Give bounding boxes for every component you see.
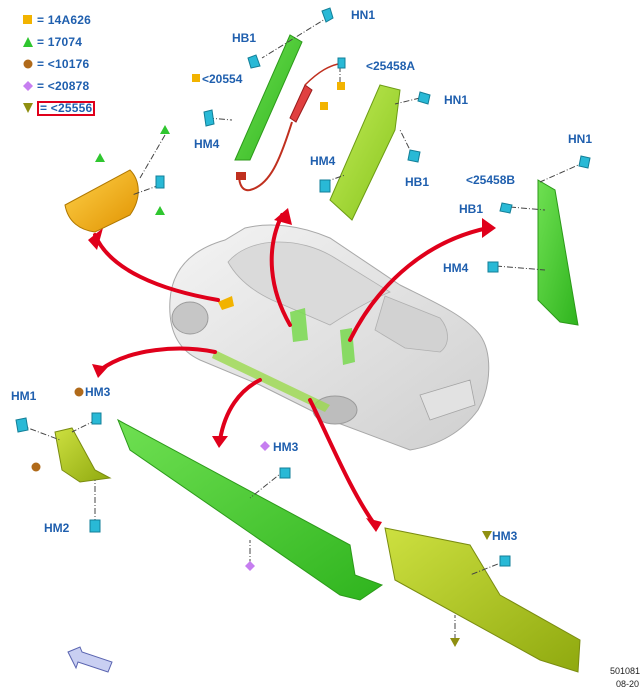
clip-icon bbox=[203, 109, 215, 127]
clip-icon bbox=[499, 555, 511, 567]
arrow-to-rear-molding bbox=[308, 398, 377, 527]
arrow-to-b-pillar bbox=[348, 226, 490, 342]
clip-icon bbox=[15, 417, 29, 433]
arrow-head bbox=[482, 218, 496, 238]
clip-icon bbox=[487, 261, 499, 273]
date-code: 08-20 bbox=[616, 679, 640, 689]
callout-hn1-right: HN1 bbox=[568, 132, 593, 146]
callout-hm4-left: HM4 bbox=[194, 137, 220, 151]
diamond-icon bbox=[260, 441, 270, 451]
legend-row-20878: = <20878 bbox=[22, 75, 95, 97]
triangle-down-icon bbox=[450, 638, 460, 647]
callout-hm3-center: HM3 bbox=[273, 440, 299, 454]
callout-hm4-mid: HM4 bbox=[310, 154, 336, 168]
legend-label: = 17074 bbox=[37, 35, 83, 49]
callout-hn1-mid: HN1 bbox=[444, 93, 469, 107]
callout-ref-20554: <20554 bbox=[202, 72, 243, 86]
triangle-up-icon bbox=[160, 125, 170, 134]
legend-row-10176: = <10176 bbox=[22, 53, 95, 75]
diamond-icon bbox=[245, 561, 255, 571]
circle-icon bbox=[31, 462, 41, 472]
a-pillar-trim bbox=[234, 34, 303, 161]
square-icon bbox=[192, 74, 200, 82]
legend-label: = <10176 bbox=[37, 57, 90, 71]
arrow-head bbox=[274, 208, 292, 225]
legend-row-14a626: = 14A626 bbox=[22, 9, 95, 31]
clip-icon bbox=[407, 149, 421, 163]
callout-hm3-left: HM3 bbox=[85, 385, 111, 399]
arrow-to-rocker-molding bbox=[218, 378, 262, 442]
callout-hm3-right: HM3 bbox=[492, 529, 518, 543]
legend-row-17074: = 17074 bbox=[22, 31, 95, 53]
clip-icon bbox=[319, 179, 331, 193]
arrow-head bbox=[366, 518, 382, 532]
square-icon bbox=[337, 82, 345, 90]
front-rocker-bracket bbox=[54, 427, 112, 483]
arrow-to-a-pillar bbox=[269, 213, 292, 327]
direction-arrows bbox=[93, 213, 490, 527]
arrow-heads bbox=[88, 208, 496, 532]
legend: = 14A626 = 17074 = <10176 = <20878 = <25… bbox=[22, 9, 96, 119]
arrow-head bbox=[212, 436, 228, 448]
clip-icon bbox=[321, 7, 334, 23]
legend-label: = <20878 bbox=[37, 79, 90, 93]
arrow-head bbox=[92, 364, 108, 378]
c-pillar-trim bbox=[537, 179, 579, 326]
arrow-head bbox=[88, 228, 103, 250]
b-pillar-trim bbox=[329, 84, 401, 221]
mirror-sail-trim bbox=[64, 169, 139, 233]
clip-icon bbox=[155, 175, 165, 189]
callout-hn1-top: HN1 bbox=[351, 8, 376, 22]
callout-hm1: HM1 bbox=[11, 389, 37, 403]
fastener-clips bbox=[15, 7, 591, 567]
vehicle-body bbox=[169, 224, 490, 451]
clip-icon bbox=[417, 91, 431, 105]
square-icon bbox=[320, 102, 328, 110]
triangle-up-icon bbox=[23, 37, 33, 47]
triangle-down-icon bbox=[23, 103, 33, 113]
clip-icon bbox=[279, 467, 291, 479]
circle-icon bbox=[23, 59, 33, 69]
legend-row-25556: = <25556 bbox=[22, 97, 96, 119]
view-direction-arrow-icon bbox=[67, 646, 113, 673]
clip-icon bbox=[247, 54, 261, 69]
legend-label-highlighted: = <25556 bbox=[37, 100, 96, 116]
arrow-to-front-bracket bbox=[98, 346, 217, 372]
reference-code: 501081 bbox=[610, 666, 641, 676]
callout-hb1-top: HB1 bbox=[232, 31, 257, 45]
callout-hb1-right: HB1 bbox=[459, 202, 484, 216]
callout-hb1-mid: HB1 bbox=[405, 175, 430, 189]
clip-icon bbox=[89, 519, 101, 533]
callout-ref-25458b: <25458B bbox=[466, 173, 516, 187]
diagram-symbol-markers bbox=[31, 74, 492, 647]
clip-icon bbox=[499, 202, 513, 214]
callout-ref-25458a: <25458A bbox=[366, 59, 416, 73]
triangle-up-icon bbox=[95, 153, 105, 162]
callout-hm2: HM2 bbox=[44, 521, 70, 535]
square-icon bbox=[23, 15, 32, 24]
arrow-to-mirror-trim bbox=[93, 233, 220, 302]
circle-icon bbox=[74, 387, 84, 397]
diamond-icon bbox=[23, 81, 33, 91]
triangle-down-icon bbox=[482, 531, 492, 540]
clip-icon bbox=[337, 57, 346, 69]
legend-label: = 14A626 bbox=[37, 13, 91, 27]
callout-hm4-right: HM4 bbox=[443, 261, 469, 275]
rear-rocker-molding bbox=[384, 527, 581, 673]
triangle-up-icon bbox=[155, 206, 165, 215]
clip-icon bbox=[578, 155, 591, 169]
rocker-panel-molding bbox=[117, 418, 384, 601]
clip-icon bbox=[91, 412, 102, 425]
wiring-harness bbox=[236, 63, 339, 192]
